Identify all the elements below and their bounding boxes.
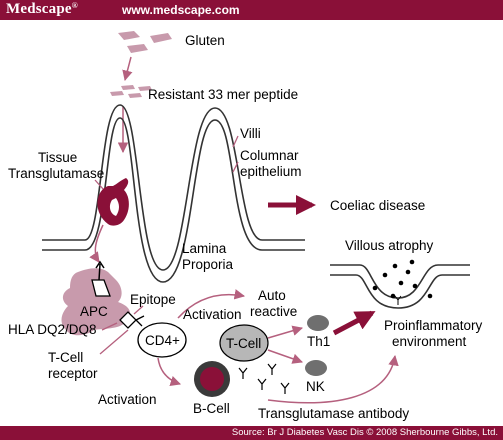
antibodies: [238, 363, 290, 394]
gluten-fragments: [118, 31, 172, 53]
cd4-label: CD4+: [145, 333, 180, 348]
villous-atrophy-label: Villous atrophy: [345, 238, 434, 253]
tcell-label: T-Cell: [226, 336, 261, 351]
tissue-label: Tissue: [38, 150, 77, 165]
reactive-label: reactive: [250, 304, 297, 319]
proinflammatory-label: Proinflammatory: [384, 318, 483, 333]
arrow-tcell-to-nk: [267, 349, 303, 364]
activation-top-label: Activation: [183, 307, 242, 322]
tcell: [219, 324, 269, 362]
epithelium-label: epithelium: [240, 164, 302, 179]
th1-label: Th1: [307, 334, 330, 349]
arrow-ttg-to-apc: [89, 224, 104, 263]
th1-cell: [307, 315, 329, 331]
nk-label: NK: [306, 379, 325, 394]
bcell-label: B-Cell: [193, 401, 230, 416]
enzyme-pocket: [109, 198, 119, 216]
arrow-cd4-to-bcell: [157, 357, 181, 386]
epitope-pointer: [133, 305, 144, 315]
coeliac-pathway-diagram: Gluten Resistant 33 mer peptide Villi Co…: [8, 31, 483, 421]
peptide-label: Resistant 33 mer peptide: [148, 87, 298, 102]
antibody-label: Transglutamase antibody: [258, 406, 409, 421]
ttg-pointer: [94, 179, 105, 191]
arrow-tcell-to-th1: [267, 325, 304, 339]
lamina-label: Lamina: [182, 241, 227, 256]
inflammatory-cells: [372, 259, 433, 299]
tcell-receptor-label-2: receptor: [48, 366, 98, 381]
activation-bottom-label: Activation: [98, 392, 157, 407]
footer-bar: Source: Br J Diabetes Vasc Dis © 2008 Sh…: [0, 426, 503, 440]
arrow-cd4-to-auto-reactive: [177, 289, 246, 319]
antigen-fragment: [95, 260, 105, 281]
brand-name: Medscape: [6, 1, 72, 17]
hla-pointer: [101, 322, 118, 331]
tcr-link: [135, 315, 145, 327]
epithelium-pointer: [232, 161, 239, 173]
transglutamase-label: Transglutamase: [8, 166, 104, 181]
arrow-antibody-to-environment: [267, 354, 399, 404]
antibody-in-villi: [394, 295, 402, 305]
gluten-label: Gluten: [185, 33, 225, 48]
apc-label: APC: [80, 304, 108, 319]
villi-pointer: [232, 135, 239, 148]
source-credit: Source: Br J Diabetes Vasc Dis © 2008 Sh…: [231, 427, 498, 438]
auto-label: Auto: [258, 288, 286, 303]
cd4-cell: [137, 322, 187, 358]
villi-label: Villi: [240, 126, 261, 141]
site-link[interactable]: www.medscape.com: [122, 3, 240, 17]
brand-logo[interactable]: Medscape®: [6, 1, 78, 18]
bcell-nucleus: [200, 367, 224, 391]
coeliac-label: Coeliac disease: [330, 198, 425, 213]
tcr-pointer: [99, 329, 129, 355]
apc-cell: [61, 268, 131, 336]
brand-mark: ®: [71, 1, 78, 10]
tcell-receptor-label-1: T-Cell: [48, 350, 83, 365]
peptide-fragments: [110, 85, 152, 98]
environment-label: environment: [392, 334, 467, 349]
arrow-gluten-to-peptide: [122, 56, 133, 82]
proinflammatory-arrow: [332, 310, 376, 336]
proporia-label: Proporia: [182, 257, 234, 272]
hla-label: HLA DQ2/DQ8: [8, 322, 97, 337]
epitope-label: Epitope: [130, 292, 176, 307]
header-bar: Medscape® www.medscape.com: [0, 0, 503, 20]
villi-epithelium: [42, 104, 305, 283]
nk-cell: [305, 360, 327, 376]
antigen-receptor-on-apc: [91, 279, 111, 297]
columnar-label: Columnar: [240, 148, 299, 163]
atrophied-villi: [330, 264, 470, 309]
